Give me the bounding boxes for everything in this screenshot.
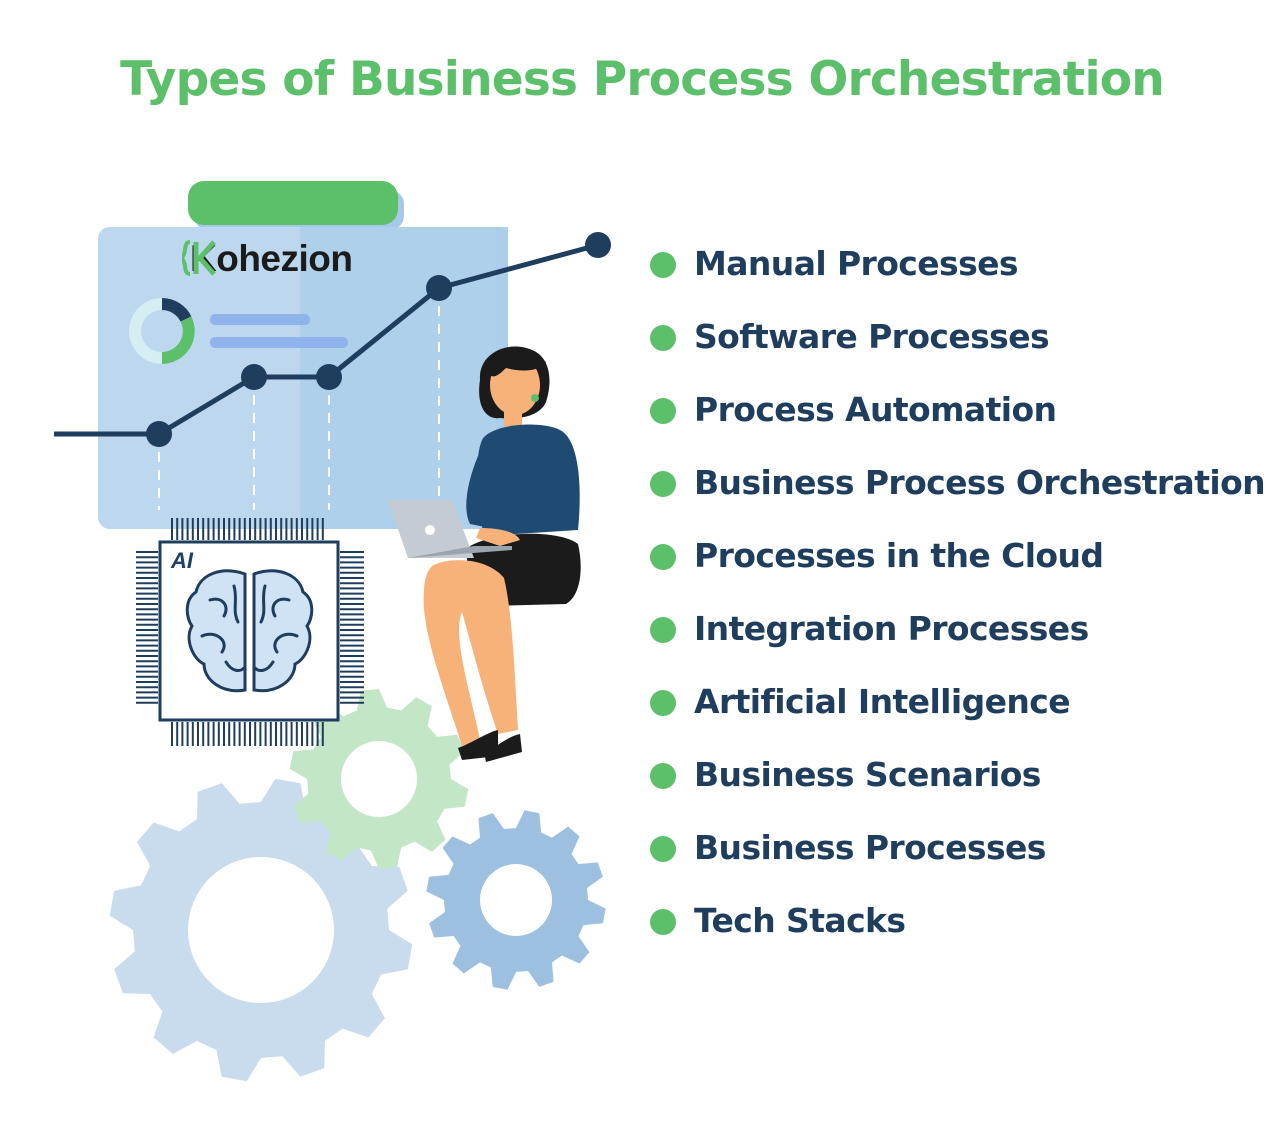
gear-icon xyxy=(289,689,469,869)
list-item: Manual Processes xyxy=(650,238,1265,311)
bullet-icon xyxy=(650,398,676,424)
list-item-label: Integration Processes xyxy=(694,609,1089,648)
gear-icon xyxy=(426,810,606,990)
bullet-icon xyxy=(650,836,676,862)
page-title: Types of Business Process Orchestration xyxy=(120,52,1165,107)
list-item-label: Artificial Intelligence xyxy=(694,682,1071,721)
list-item: Business Processes xyxy=(650,822,1265,895)
bullet-icon xyxy=(650,544,676,570)
bullet-icon xyxy=(650,471,676,497)
list-item-label: Process Automation xyxy=(694,390,1057,429)
list-item-label: Software Processes xyxy=(694,317,1050,356)
list-item-label: Business Processes xyxy=(694,828,1046,867)
bullet-icon xyxy=(650,909,676,935)
list-item-label: Manual Processes xyxy=(694,244,1019,283)
brand-name: Kohezion xyxy=(190,238,353,279)
brand-logo: Kohezion xyxy=(182,238,353,280)
list-item: Business Process Orchestration xyxy=(650,457,1266,530)
bullet-icon xyxy=(650,252,676,278)
list-item-label: Processes in the Cloud xyxy=(694,536,1104,575)
bullet-icon xyxy=(650,763,676,789)
kohezion-logo-icon xyxy=(182,240,216,276)
illustration-svg xyxy=(54,181,611,1082)
list-item: Software Processes xyxy=(650,311,1265,384)
list-item-label: Business Scenarios xyxy=(694,755,1041,794)
list-item: Artificial Intelligence xyxy=(650,676,1265,749)
list-item-label: Tech Stacks xyxy=(694,901,906,940)
list-item-label: Business Process Orchestration xyxy=(694,463,1266,502)
list-item: Processes in the Cloud xyxy=(650,530,1265,603)
list-item: Integration Processes xyxy=(650,603,1265,676)
list-item: Process Automation xyxy=(650,384,1265,457)
bullet-icon xyxy=(650,690,676,716)
bullet-icon xyxy=(650,617,676,643)
chip-label: AI xyxy=(171,548,193,573)
illustration: Kohezion AI xyxy=(0,0,640,1130)
bullet-icon xyxy=(650,325,676,351)
line-chart-icon xyxy=(54,232,611,510)
donut-chart-icon xyxy=(129,298,348,364)
list-item: Tech Stacks xyxy=(650,895,1265,968)
list-item: Business Scenarios xyxy=(650,749,1265,822)
brain-icon xyxy=(185,569,314,693)
woman-with-laptop xyxy=(388,346,581,762)
